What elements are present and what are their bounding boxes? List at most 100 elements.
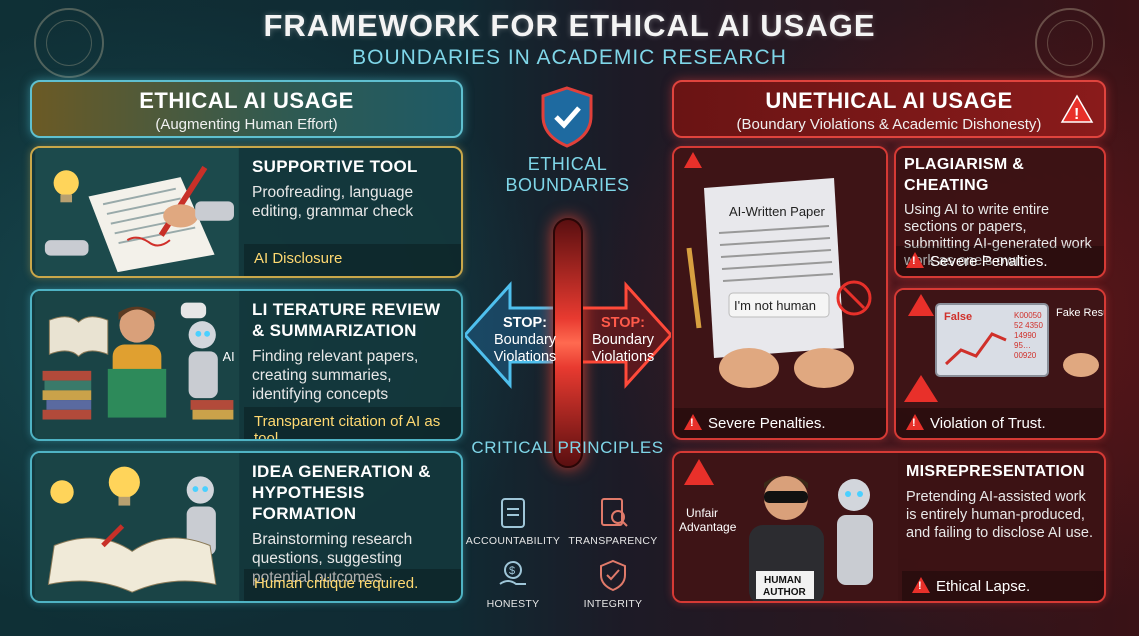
stop-right-text: STOP: Boundary Violations [583,315,663,366]
open-book-icon [48,316,109,357]
idea-generation-body: Brainstorming research questions, sugges… [252,531,413,586]
ai-art-label: AI [223,350,235,364]
literature-review-body: Finding relevant papers, creating summar… [252,348,419,403]
principle-accountability-label: ACCOUNTABILITY [465,535,561,547]
supportive-tool-card: SUPPORTIVE TOOL Proofreading, language e… [30,146,463,278]
stop-left-heading: STOP: [502,315,548,331]
ai-written-paper-illustration: AI-Written Paper I'm not human [674,148,886,410]
book-stack-right-icon [190,400,234,420]
false-word: False [944,311,972,323]
robot-icon [837,479,873,585]
stop-arrow-left-icon [465,281,555,389]
unethical-usage-title: UNETHICAL AI USAGE [765,88,1013,113]
misrepresentation-title: MISREPRESENTATION [906,463,1085,480]
idea-generation-card: IDEA GENERATION & HYPOTHESIS FORMATION B… [30,451,463,603]
book-stack-icon [42,370,92,420]
unfair-advantage-label: Unfair [686,506,718,520]
idea-generation-footer: Human critique required. [244,569,461,601]
fake-results-illustration: False K00050 52 4350 14990 95… 00920 Fak… [896,290,1106,410]
document-search-icon [601,498,628,527]
main-title: FRAMEWORK FOR ETHICAL AI USAGE [263,8,876,43]
warning-icon [906,252,924,268]
prohibited-icon [836,280,872,316]
principle-integrity-label: INTEGRITY [583,598,643,610]
warning-icon [906,414,924,430]
warning-icon [684,459,714,485]
masked-person-avatar [749,475,824,601]
not-human-bubble: I'm not human [734,298,816,313]
principle-integrity: INTEGRITY [563,558,663,610]
principle-accountability: ACCOUNTABILITY [463,495,563,547]
misrepresentation-body: Pretending AI-assisted work is entirely … [906,489,1094,541]
svg-text:!: ! [1074,106,1079,123]
shield-check-small-icon [600,559,626,592]
paper-title: AI-Written Paper [729,204,826,219]
literature-review-title: LI TERATURE REVIEW & SUMMARIZATION [252,300,441,340]
fake-results-card: False K00050 52 4350 14990 95… 00920 Fak… [894,288,1106,440]
lightbulb-icon [50,466,140,506]
speech-bubble-icon [180,302,207,319]
misrepresentation-card: Unfair Advantage HUMAN AUTHOR MISREPRESE… [672,451,1106,603]
fake-results-label: Fake Results [1056,307,1106,319]
pen-icon [101,524,125,548]
fake-digit-4: 00920 [1014,351,1037,360]
hand-coin-icon: $ [499,561,526,585]
unethical-usage-header: UNETHICAL AI USAGE (Boundary Violations … [672,80,1106,138]
monitor-icon [935,303,1049,377]
supportive-tool-footer: AI Disclosure [244,244,461,276]
misrepresentation-footer: Ethical Lapse. [902,571,1104,601]
plagiarism-title: PLAGIARISM & CHEATING [904,156,1025,194]
plagiarism-footer: Severe Penalties. [896,246,1104,276]
university-seal-right [1035,8,1105,78]
sub-title: BOUNDARIES IN ACADEMIC RESEARCH [352,46,787,69]
fake-results-footer-label: Violation of Trust. [930,415,1046,432]
clipboard-icon [501,498,525,528]
plagiarism-card: PLAGIARISM & CHEATING Using AI to write … [894,146,1106,278]
principle-honesty-label: HONESTY [486,598,540,610]
fake-results-footer: Violation of Trust. [896,408,1104,438]
paper-card-footer-label: Severe Penalties. [708,415,826,432]
supportive-tool-body: Proofreading, language editing, grammar … [252,184,414,220]
literature-review-illustration: AI [34,291,240,439]
plagiarism-body: Using AI to write entire sections or pap… [904,202,1092,269]
shield-check-icon [541,86,593,148]
literature-review-footer: Transparent citation of AI as tool. [244,407,461,439]
svg-text:AUTHOR: AUTHOR [763,587,807,598]
idea-generation-illustration [34,453,240,601]
svg-text:HUMAN: HUMAN [764,575,801,586]
warning-icon [684,414,702,430]
ethical-usage-header: ETHICAL AI USAGE (Augmenting Human Effor… [30,80,463,138]
pencil-icon [686,247,702,329]
ethical-boundaries-label: ETHICAL BOUNDARIES [505,154,630,195]
misrepresentation-footer-label: Ethical Lapse. [936,578,1031,595]
ethical-usage-subtitle: (Augmenting Human Effort) [155,116,338,133]
ai-written-paper-card: AI-Written Paper I'm not human Severe Pe… [672,146,888,440]
principle-transparency: TRANSPARENCY [563,495,663,547]
university-seal-left [34,8,104,78]
critical-principles-label: CRITICAL PRINCIPLES [471,438,664,457]
boundary-capsule [553,218,583,468]
svg-text:$: $ [509,565,515,577]
paper-card-footer: Severe Penalties. [674,408,886,438]
principle-honesty: $ HONESTY [463,558,563,610]
lightbulb-icon [53,170,79,203]
warning-icon [912,577,930,593]
proofreading-illustration [35,148,239,276]
stop-right-heading: STOP: [600,315,646,331]
svg-text:Advantage: Advantage [679,520,737,534]
warning-icon: ! [1060,94,1094,123]
plagiarism-footer-label: Severe Penalties. [930,253,1048,270]
ethical-usage-title: ETHICAL AI USAGE [139,88,354,113]
stop-arrow-right-icon [581,281,671,389]
warning-icon [904,375,938,402]
center-boundaries: ETHICAL BOUNDARIES STOP: Boundary Violat… [463,80,671,620]
stop-left-label: Boundary Violations [493,332,557,365]
open-book-icon [47,537,217,593]
warning-icon [684,152,702,168]
human-author-illustration: Unfair Advantage HUMAN AUTHOR [674,453,898,601]
principle-transparency-label: TRANSPARENCY [568,535,658,547]
stop-right-label: Boundary Violations [591,332,655,365]
fake-digit-2: 14990 [1014,331,1037,340]
fake-digit-1: 52 4350 [1014,321,1043,330]
stop-left-text: STOP: Boundary Violations [485,315,565,366]
